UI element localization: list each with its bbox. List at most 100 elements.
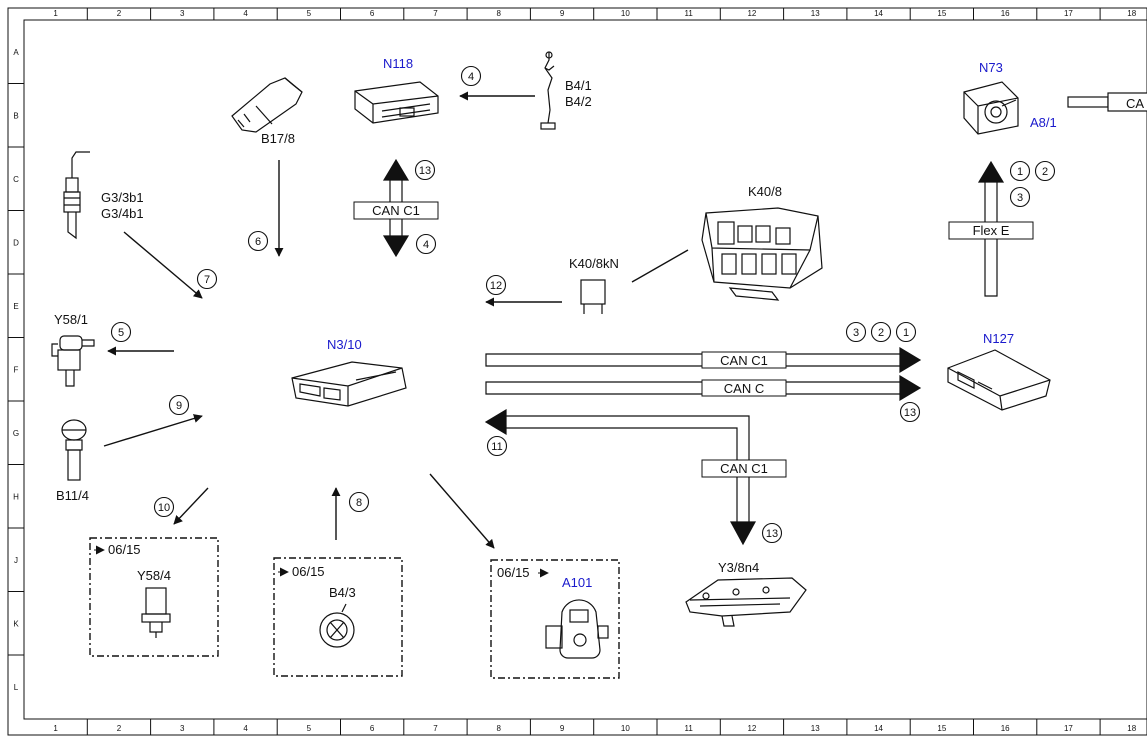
- bus-arrow-can-c1-y3: [484, 408, 757, 546]
- date-b4-3: 06/15: [292, 564, 325, 579]
- callout-circle: [845, 321, 867, 343]
- grid-col-label-top: 4: [243, 9, 248, 18]
- grid-col-label-bottom: 2: [117, 724, 122, 733]
- k40-8-fuse-relay-box-icon: [701, 207, 823, 301]
- grid-col-label-top: 12: [747, 9, 756, 18]
- callout-number: 1: [903, 327, 909, 339]
- grid-col-label-bottom: 16: [1001, 724, 1010, 733]
- bus-label-can-c1-down: CAN C1: [720, 461, 768, 476]
- callout-c9: 9: [168, 394, 190, 416]
- label-y58-4: Y58/4: [137, 568, 171, 583]
- date-a101: 06/15: [497, 565, 530, 580]
- n118-module-icon: [354, 81, 439, 124]
- label-b11-4: B11/4: [56, 488, 89, 503]
- grid-col-label-bottom: 17: [1064, 724, 1073, 733]
- grid-col-label-top: 2: [117, 9, 122, 18]
- grid-col-label-bottom: 14: [874, 724, 883, 733]
- callout-number: 13: [766, 528, 778, 540]
- callout-circle: [1034, 160, 1056, 182]
- label-b4-2: B4/2: [565, 94, 592, 109]
- callout-c4-b4: 4: [460, 65, 482, 87]
- grid-col-label-top: 15: [937, 9, 946, 18]
- callout-circle: [460, 65, 482, 87]
- arrow-b11-4-to-n3-10: [103, 414, 203, 447]
- label-ca: CA: [1126, 96, 1144, 111]
- grid-col-label-top: 13: [811, 9, 820, 18]
- label-b4-3: B4/3: [329, 585, 356, 600]
- grid-col-label-top: 3: [180, 9, 185, 18]
- b17-8-sensor-icon: [231, 77, 303, 133]
- bus-label-can-c1-main: CAN C1: [720, 353, 768, 368]
- callout-c2-n73: 2: [1034, 160, 1056, 182]
- arrow-g3-to-n3-10: [123, 231, 203, 299]
- callout-number: 9: [176, 400, 182, 412]
- callout-circle: [1009, 160, 1031, 182]
- bus-box-can-c: [701, 379, 787, 397]
- label-g3-3b1: G3/3b1: [101, 190, 144, 205]
- grid-col-label-bottom: 8: [497, 724, 502, 733]
- callout-c6: 6: [247, 230, 269, 252]
- callout-number: 6: [255, 236, 261, 248]
- label-k40-8: K40/8: [748, 184, 782, 199]
- grid-col-label-top: 8: [497, 9, 502, 18]
- grid-row-label: E: [13, 302, 18, 311]
- label-k40-8kn: K40/8kN: [569, 256, 619, 271]
- grid-col-label-bottom: 6: [370, 724, 375, 733]
- callout-circle: [414, 159, 436, 181]
- date-y58-4: 06/15: [108, 542, 141, 557]
- callout-circle: [110, 321, 132, 343]
- callout-c3-n73: 3: [1009, 186, 1031, 208]
- option-box-a101: [490, 559, 620, 679]
- grid-col-label-top: 1: [53, 9, 58, 18]
- grid-col-label-top: 16: [1001, 9, 1010, 18]
- drawing-frame: [7, 7, 1147, 736]
- y58-4-valve-icon: [141, 587, 171, 638]
- bus-box-can-c1-down: [701, 459, 787, 478]
- bus-arrow-can-c: [485, 374, 922, 402]
- grid-col-label-bottom: 13: [811, 724, 820, 733]
- callout-number: 2: [1042, 166, 1048, 178]
- label-y58-1: Y58/1: [54, 312, 88, 327]
- label-b17-8: B17/8: [261, 131, 295, 146]
- label-n118: N118: [383, 56, 413, 71]
- callout-c2-can: 2: [870, 321, 892, 343]
- callout-number: 8: [356, 497, 362, 509]
- callout-number: 2: [878, 327, 884, 339]
- grid-col-label-bottom: 18: [1127, 724, 1136, 733]
- callout-number: 7: [204, 274, 210, 286]
- callout-number: 4: [468, 71, 474, 83]
- option-box-b4-3: [273, 557, 403, 677]
- bus-box-flex-e: [948, 221, 1034, 240]
- arrow-n3-10-to-a101: [429, 473, 495, 549]
- callout-circle: [168, 394, 190, 416]
- grid-col-label-top: 17: [1064, 9, 1073, 18]
- grid-row-label: H: [13, 492, 19, 501]
- callout-number: 13: [904, 407, 916, 419]
- grid-col-label-top: 10: [621, 9, 630, 18]
- n3-10-ecu-icon: [291, 361, 407, 407]
- bus-arrow-can-c1-main: [485, 346, 922, 374]
- grid-row-label: C: [13, 175, 19, 184]
- callout-circle: [895, 321, 917, 343]
- grid-col-label-bottom: 3: [180, 724, 185, 733]
- grid-col-label-bottom: 10: [621, 724, 630, 733]
- callout-circle: [485, 274, 507, 296]
- grid-col-label-bottom: 1: [53, 724, 58, 733]
- callout-circle: [153, 496, 175, 518]
- grid-row-label: L: [14, 683, 19, 692]
- callout-circle: [196, 268, 218, 290]
- grid-row-label: F: [14, 365, 19, 374]
- callout-number: 11: [491, 441, 502, 453]
- bus-box-can-c1-main: [701, 351, 787, 369]
- a101-actuator-icon: [545, 599, 609, 659]
- callout-number: 5: [118, 327, 124, 339]
- n73-ignition-switch-icon: [963, 81, 1019, 135]
- callout-number: 10: [158, 502, 170, 514]
- grid-row-label: J: [14, 556, 18, 565]
- callout-c13-can: 13: [899, 401, 921, 423]
- label-b4-1: B4/1: [565, 78, 592, 93]
- callout-c1-can: 1: [895, 321, 917, 343]
- label-a8-1: A8/1: [1030, 115, 1057, 130]
- callout-c1-n73: 1: [1009, 160, 1031, 182]
